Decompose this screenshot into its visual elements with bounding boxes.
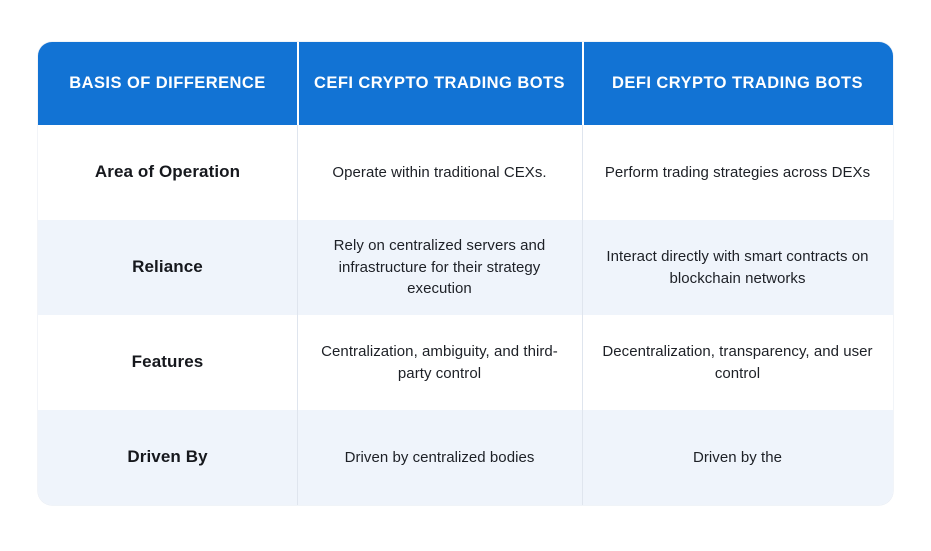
column-header-basis-of-difference: BASIS OF DIFFERENCE <box>38 42 297 125</box>
row-label-cell: Features <box>38 315 297 410</box>
row-label-text: Area of Operation <box>94 162 241 182</box>
table-row: Driven By Driven by centralized bodies D… <box>38 410 893 505</box>
defi-cell-text: Driven by the <box>692 448 783 466</box>
row-label-text: Driven By <box>127 447 208 467</box>
cefi-cell: Centralization, ambiguity, and third-par… <box>297 315 582 410</box>
cefi-cell-text: Rely on centralized servers and infrastr… <box>333 236 546 298</box>
defi-cell: Driven by the <box>582 410 893 505</box>
column-header-cefi-crypto-trading-bots: CEFI CRYPTO TRADING BOTS <box>297 42 582 125</box>
table-header-row: BASIS OF DIFFERENCE CEFI CRYPTO TRADING … <box>38 42 893 125</box>
column-header-cefi-crypto-trading-bots-label: CEFI CRYPTO TRADING BOTS <box>314 73 565 92</box>
row-label-text: Reliance <box>132 257 203 277</box>
defi-cell: Interact directly with smart contracts o… <box>582 220 893 315</box>
comparison-table: BASIS OF DIFFERENCE CEFI CRYPTO TRADING … <box>38 42 893 505</box>
column-header-defi-crypto-trading-bots-label: DEFI CRYPTO TRADING BOTS <box>612 73 863 92</box>
row-label-cell: Area of Operation <box>38 125 297 220</box>
cefi-cell-text: Driven by centralized bodies <box>344 448 535 466</box>
defi-cell-text: Decentralization, transparency, and user… <box>602 342 873 382</box>
row-label-cell: Reliance <box>38 220 297 315</box>
row-label-cell: Driven By <box>38 410 297 505</box>
cefi-cell: Rely on centralized servers and infrastr… <box>297 220 582 315</box>
table-row: Features Centralization, ambiguity, and … <box>38 315 893 410</box>
cefi-cell-text: Operate within traditional CEXs. <box>332 163 547 181</box>
table-row: Reliance Rely on centralized servers and… <box>38 220 893 315</box>
cefi-cell: Driven by centralized bodies <box>297 410 582 505</box>
column-header-defi-crypto-trading-bots: DEFI CRYPTO TRADING BOTS <box>582 42 893 125</box>
table-body: Area of Operation Operate within traditi… <box>38 125 893 505</box>
cefi-cell: Operate within traditional CEXs. <box>297 125 582 220</box>
defi-cell-text: Perform trading strategies across DEXs <box>604 163 871 181</box>
defi-cell: Perform trading strategies across DEXs <box>582 125 893 220</box>
column-header-basis-of-difference-label: BASIS OF DIFFERENCE <box>69 73 266 92</box>
defi-cell: Decentralization, transparency, and user… <box>582 315 893 410</box>
table-row: Area of Operation Operate within traditi… <box>38 125 893 220</box>
row-label-text: Features <box>131 352 204 372</box>
defi-cell-text: Interact directly with smart contracts o… <box>606 247 869 287</box>
cefi-cell-text: Centralization, ambiguity, and third-par… <box>321 342 558 382</box>
